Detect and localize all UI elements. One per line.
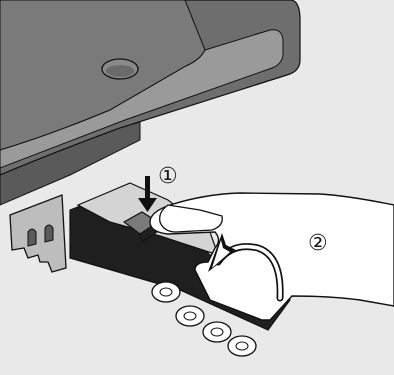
mounting-bracket	[10, 195, 66, 272]
step-2-label: ②	[308, 233, 328, 255]
finger-1	[152, 282, 180, 302]
finger-4	[228, 336, 256, 356]
finger-3	[203, 322, 231, 342]
finger-2	[176, 306, 204, 326]
step-1-label: ①	[158, 166, 178, 188]
